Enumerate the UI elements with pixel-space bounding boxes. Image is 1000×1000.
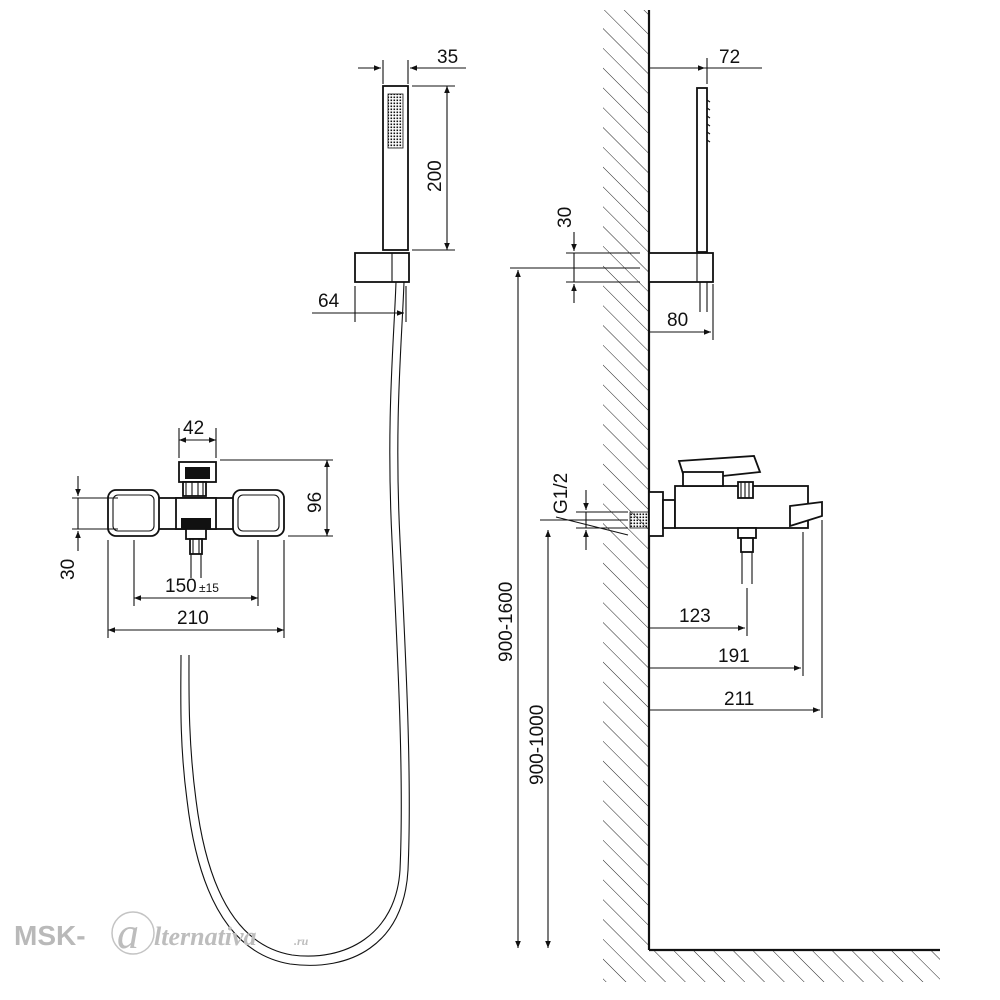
dim-holder-offset-label: 64 — [318, 291, 340, 312]
dimension-head-width: 35 — [358, 47, 466, 84]
dim-overall-projection-label: 211 — [724, 689, 754, 710]
dimension-outlet-height: 30 — [58, 476, 118, 580]
dim-overall-width-label: 210 — [177, 608, 209, 629]
floor-hatching — [603, 948, 940, 982]
watermark-suffix: lternativa — [154, 922, 257, 951]
dimension-holder-mount-range: 900-1600 — [496, 267, 640, 948]
dimension-holder-projection: 80 — [650, 284, 714, 340]
dim-head-width-label: 35 — [437, 47, 458, 68]
dim-holder-projection-label: 80 — [667, 310, 688, 331]
watermark-tld: .ru — [294, 934, 309, 948]
shower-holder-side — [648, 252, 714, 283]
dimension-shower-projection: 72 — [650, 47, 762, 84]
dimension-head-length: 200 — [412, 85, 455, 251]
dim-centers-label: 150 — [165, 576, 197, 597]
dim-lever-projection-label: 123 — [679, 606, 711, 627]
shower-holder-front — [354, 252, 410, 283]
dimension-mixer-mount-range: 900-1000 — [527, 519, 628, 948]
dim-connection-label: G1/2 — [551, 473, 572, 514]
dimension-handle-width: 42 — [178, 418, 217, 458]
dim-handle-width-label: 42 — [183, 418, 204, 439]
dim-holder-mount-range-label: 900-1600 — [496, 582, 517, 662]
dim-holder-height-label: 30 — [555, 207, 576, 228]
hand-shower-head — [382, 85, 409, 251]
dimension-body-height: 96 — [220, 459, 333, 537]
mixer-front-view — [107, 461, 285, 578]
watermark-glyph: a — [117, 909, 139, 958]
watermark-prefix: MSK- — [14, 920, 86, 951]
dim-spout-projection-label: 191 — [718, 646, 750, 667]
dimension-centers: 150 ±15 — [133, 540, 259, 606]
dimension-overall-projection: 211 — [650, 520, 823, 718]
wall-hatching — [603, 10, 651, 950]
hand-shower-side — [696, 87, 711, 312]
mixer-side-view — [629, 455, 823, 584]
dimension-holder-offset: 64 — [312, 286, 407, 322]
dim-head-length-label: 200 — [425, 160, 446, 192]
dimension-spout-projection: 191 — [650, 532, 804, 676]
dim-outlet-height-label: 30 — [58, 559, 79, 580]
watermark-logo: MSK- a lternativa .ru — [14, 909, 309, 958]
dim-mixer-mount-range-label: 900-1000 — [527, 705, 548, 785]
dimension-overall-width: 210 — [107, 540, 285, 638]
shower-hose — [180, 281, 410, 966]
dim-centers-tolerance: ±15 — [199, 581, 219, 595]
dimension-lever-projection: 123 — [650, 588, 748, 636]
dim-body-height-label: 96 — [305, 492, 326, 513]
dim-shower-projection-label: 72 — [719, 47, 740, 68]
